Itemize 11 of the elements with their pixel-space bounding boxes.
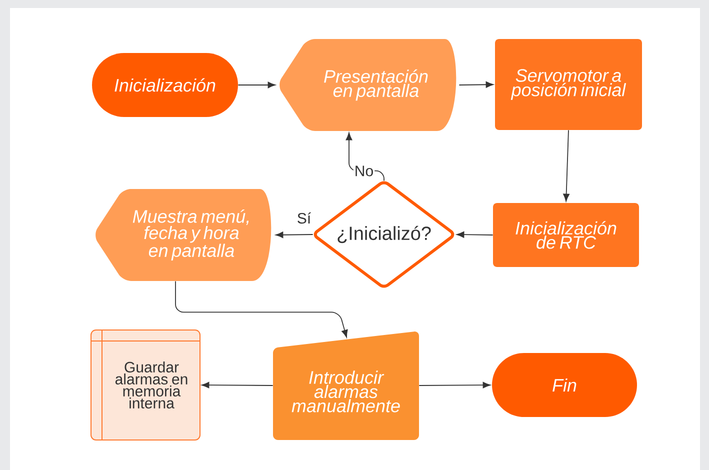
arrow (456, 231, 494, 238)
arrow (563, 130, 570, 202)
arrow (346, 132, 384, 182)
process-box: Inicialización de RTC (493, 203, 639, 267)
arrow (418, 382, 490, 388)
process-box: Servomotor a posición inicial (495, 39, 642, 130)
arrow (202, 382, 274, 388)
arrow (238, 82, 276, 88)
arrow (458, 81, 494, 88)
arrow (175, 280, 348, 338)
arrow (276, 232, 314, 238)
